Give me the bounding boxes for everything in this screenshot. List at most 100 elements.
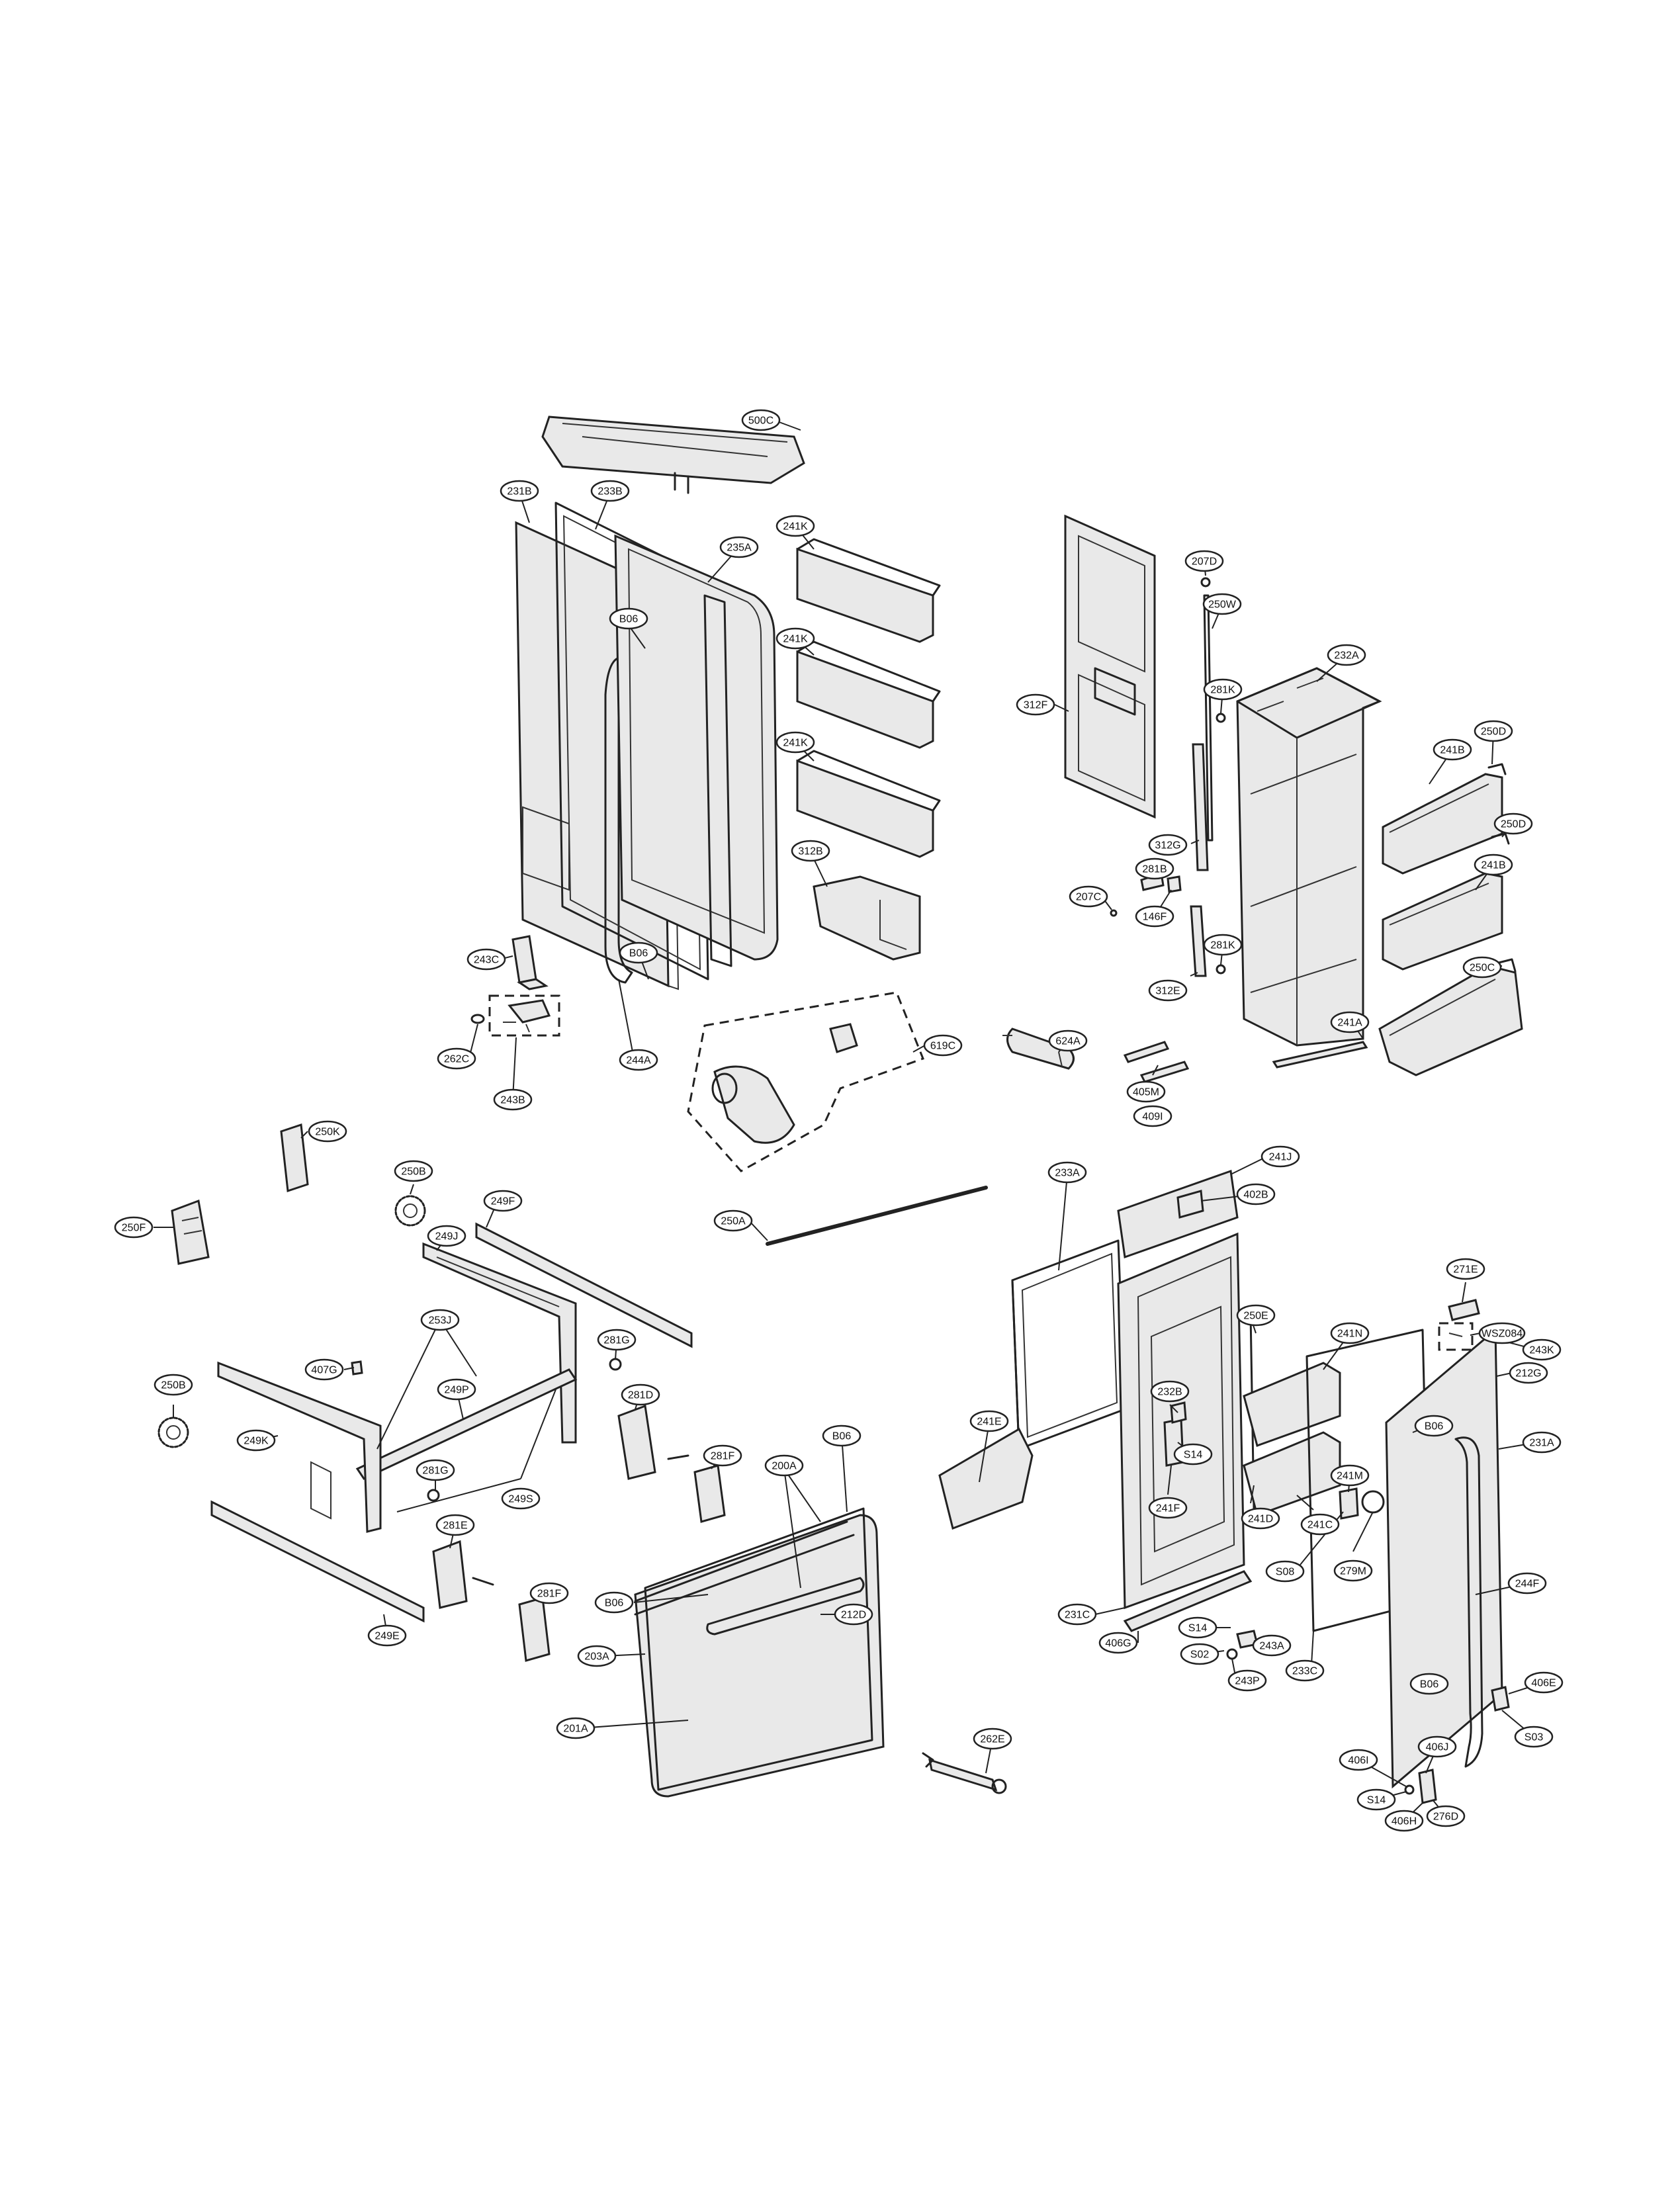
callout-146f: 146F <box>1135 905 1174 928</box>
callout-bubble <box>236 1429 276 1452</box>
callout-bubble <box>1178 1616 1217 1639</box>
rail-241A <box>1272 1041 1368 1069</box>
callout-label: S14 <box>1184 1450 1203 1461</box>
callout-label: 243C <box>474 955 499 966</box>
callout-label: 241M <box>1337 1471 1363 1482</box>
callout-249p: 249P <box>437 1378 476 1401</box>
callout-bubble <box>1126 1080 1166 1103</box>
callout-label: 212D <box>841 1610 866 1621</box>
callout-label: 249K <box>243 1436 269 1447</box>
callout-250b: 250B <box>154 1374 193 1396</box>
callout-bubble <box>1285 1659 1325 1682</box>
callout-250e: 250E <box>1236 1304 1276 1327</box>
callout-label: 241J <box>1269 1152 1292 1163</box>
callout-s02: S02 <box>1180 1643 1219 1665</box>
callout-231b: 231B <box>500 480 539 502</box>
callout-label: B06 <box>605 1598 624 1609</box>
callout-label: 201A <box>563 1724 588 1735</box>
screw-207C <box>1110 909 1118 917</box>
callout-233c: 233C <box>1285 1659 1325 1682</box>
callout-406g: 406G <box>1098 1632 1138 1654</box>
callout-619c: 619C <box>923 1034 963 1057</box>
callout-207c: 207C <box>1069 885 1108 908</box>
callout-243c: 243C <box>466 948 506 971</box>
part-409I <box>1139 1061 1190 1083</box>
callout-bubble <box>1446 1258 1485 1280</box>
callout-bubble <box>1522 1338 1562 1361</box>
callout-label: 232A <box>1334 650 1359 662</box>
slide-406G <box>1123 1570 1253 1632</box>
callout-241k: 241K <box>775 731 815 754</box>
callout-label: 241D <box>1248 1514 1273 1525</box>
callout-bubble <box>556 1717 596 1739</box>
callout-label: WSZ084 <box>1481 1329 1523 1340</box>
callout-bubble <box>1333 1559 1373 1582</box>
callout-label: S03 <box>1525 1732 1544 1743</box>
callout-bubble <box>619 1049 658 1071</box>
callout-bubble <box>1236 1183 1276 1205</box>
callout-262c: 262C <box>437 1047 476 1070</box>
callout-281k: 281K <box>1203 678 1243 701</box>
filter-624A <box>1002 1028 1075 1070</box>
callout-271e: 271E <box>1446 1258 1485 1280</box>
callout-281d: 281D <box>621 1383 660 1406</box>
callout-bubble <box>367 1624 407 1647</box>
callout-label: 312B <box>798 846 822 857</box>
callout-bubble <box>1474 720 1513 742</box>
nut-281G-2 <box>427 1489 440 1502</box>
callout-label: 406E <box>1531 1678 1556 1689</box>
callout-233b: 233B <box>590 480 630 502</box>
callout-label: 241K <box>783 634 808 645</box>
callout-label: 619C <box>930 1041 955 1052</box>
callout-label: 250F <box>122 1223 146 1234</box>
callout-bubble <box>1339 1749 1378 1771</box>
callout-bubble <box>420 1309 460 1331</box>
hinge-271E <box>1448 1299 1480 1321</box>
washer-262C <box>470 1014 485 1024</box>
callout-262e: 262E <box>973 1728 1012 1750</box>
callout-281b: 281B <box>1135 857 1174 880</box>
gear-250B-2 <box>157 1417 189 1448</box>
callout-label: 281F <box>537 1589 562 1600</box>
callout-bubble <box>1330 1011 1370 1033</box>
callout-bubble <box>775 515 815 537</box>
callout-bubble <box>1414 1415 1454 1437</box>
frame-249J <box>422 1242 577 1444</box>
callout-label: 203A <box>584 1651 609 1663</box>
callout-279m: 279M <box>1333 1559 1373 1582</box>
callout-label: 250W <box>1208 599 1237 611</box>
callout-bubble <box>923 1034 963 1057</box>
callout-406h: 406H <box>1384 1810 1424 1832</box>
part-405M <box>1123 1041 1170 1063</box>
callout-bubble <box>529 1582 569 1604</box>
callout-bubble <box>764 1454 804 1477</box>
callout-406e: 406E <box>1524 1671 1564 1694</box>
callout-label: 406H <box>1392 1816 1417 1827</box>
callout-249k: 249K <box>236 1429 276 1452</box>
callout-281k: 281K <box>1203 934 1243 956</box>
callout-212g: 212G <box>1509 1362 1548 1384</box>
bracket-281F-2 <box>518 1597 551 1662</box>
bracket-281F-1 <box>693 1464 726 1523</box>
gasket-233A <box>1011 1239 1126 1450</box>
callout-241b: 241B <box>1433 738 1472 761</box>
callout-241n: 241N <box>1330 1322 1370 1344</box>
callout-bubble <box>1016 693 1055 716</box>
callout-label: 312G <box>1155 840 1180 852</box>
callout-label: 241N <box>1337 1329 1362 1340</box>
callout-241c: 241C <box>1300 1513 1340 1536</box>
callout-bubble <box>308 1120 347 1143</box>
callout-407g: 407G <box>304 1358 344 1381</box>
callout-281e: 281E <box>435 1514 475 1536</box>
callout-281f: 281F <box>703 1444 742 1467</box>
callout-bubble <box>304 1358 344 1381</box>
callout-label: 231B <box>507 486 531 498</box>
clip-250C <box>1497 958 1517 973</box>
callout-bubble <box>791 840 830 862</box>
callout-b06: B06 <box>609 607 648 630</box>
callout-250k: 250K <box>308 1120 347 1143</box>
cover-241J <box>1117 1169 1239 1259</box>
callout-label: 231A <box>1529 1438 1554 1449</box>
cover-312E <box>1190 905 1207 977</box>
